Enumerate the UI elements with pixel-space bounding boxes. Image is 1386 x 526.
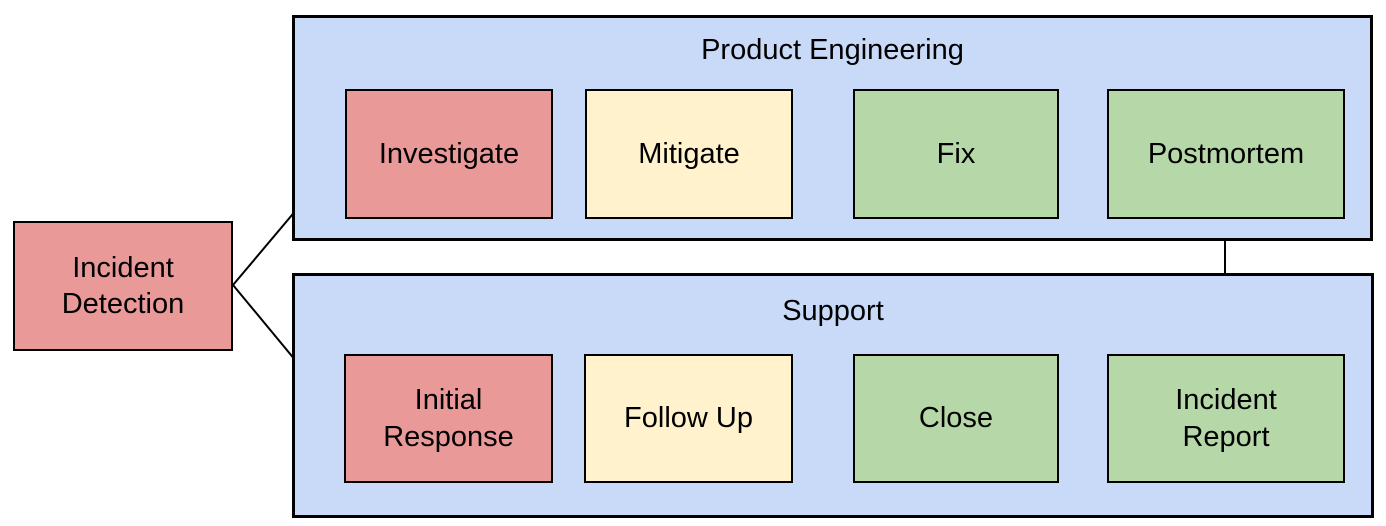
node-fix-label: Fix	[936, 137, 976, 170]
node-fix[interactable]: Fix	[853, 89, 1059, 219]
node-initial-response[interactable]: Initial Response	[344, 354, 553, 483]
lane-support-title: Support	[782, 295, 884, 327]
node-postmortem-label: Postmortem	[1147, 137, 1305, 170]
node-initial-response-label: Initial Response	[383, 384, 514, 453]
node-incident-report[interactable]: Incident Report	[1107, 354, 1345, 483]
node-incident-report-label: Incident Report	[1175, 384, 1277, 453]
node-close[interactable]: Close	[853, 354, 1059, 483]
lane-product-engineering-title: Product Engineering	[701, 34, 964, 66]
lane-support[interactable]: Support Initial Response Follow Up Close…	[292, 273, 1374, 518]
node-follow-up-label: Follow Up	[624, 402, 753, 435]
node-postmortem[interactable]: Postmortem	[1107, 89, 1345, 219]
node-investigate-label: Investigate	[378, 137, 520, 170]
node-incident-detection-label: Incident Detection	[61, 251, 185, 320]
node-mitigate-label: Mitigate	[638, 137, 740, 170]
node-investigate[interactable]: Investigate	[345, 89, 553, 219]
node-close-label: Close	[918, 402, 994, 435]
lane-product-engineering[interactable]: Product Engineering Investigate Mitigate…	[292, 15, 1373, 241]
node-mitigate[interactable]: Mitigate	[585, 89, 793, 219]
node-incident-detection[interactable]: Incident Detection	[13, 221, 233, 351]
node-follow-up[interactable]: Follow Up	[584, 354, 793, 483]
